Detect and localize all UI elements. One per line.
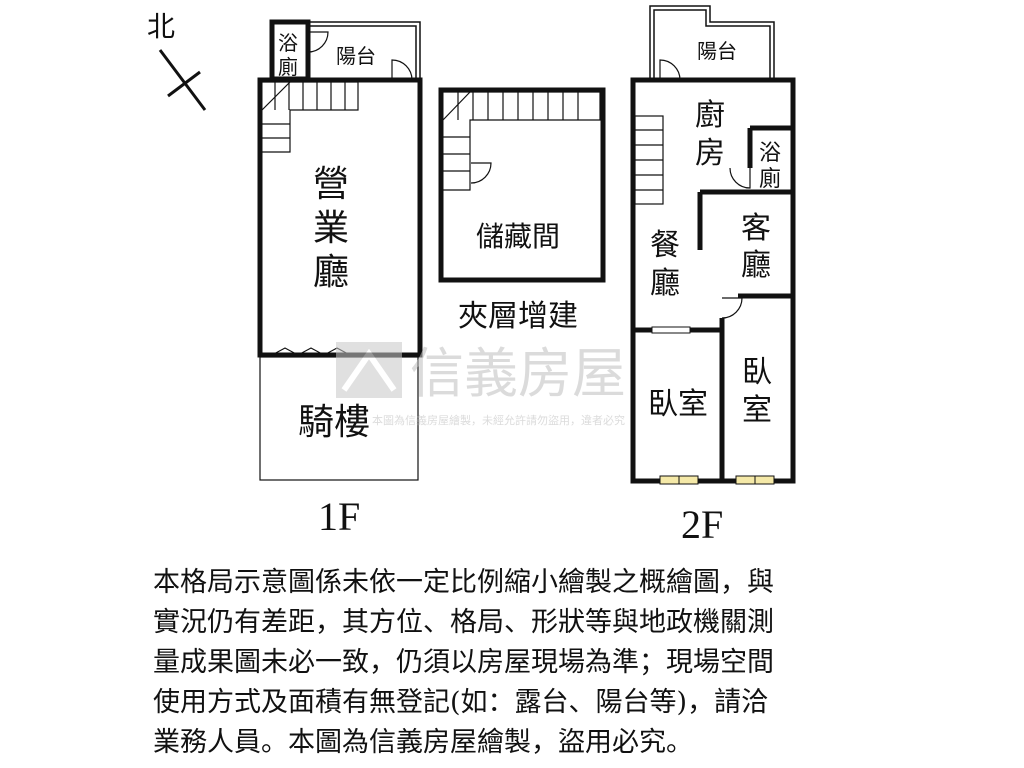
compass-arrow xyxy=(158,49,207,111)
watermark-logo-text: 信義房屋 xyxy=(410,342,626,405)
disclaimer-line: 實況仍有差距，其方位、格局、形狀等與地政機關測 xyxy=(153,607,774,638)
watermark: 信義房屋 本圖為信義房屋繪製，未經允許請勿盜用，違者必究 xyxy=(336,342,626,427)
floor1-arcade-label: 騎樓 xyxy=(298,402,370,443)
floor2-dining-label-2: 廳 xyxy=(650,266,680,301)
disclaimer-line: 本格局示意圖係未依一定比例縮小繪製之概繪圖，與 xyxy=(153,567,774,598)
floor2-plan: 陽台 廚 房 浴 廁 客 廳 餐 廳 臥室 臥 室 2F xyxy=(630,5,796,547)
floor1-stairs xyxy=(261,81,359,153)
floor1-balcony-label: 陽台 xyxy=(336,44,376,68)
floor2-bedroom-right-label-1: 臥 xyxy=(742,355,772,390)
floor1-hall-label-3: 廳 xyxy=(313,252,349,293)
floor2-balcony-door xyxy=(659,59,681,81)
floor2-bedroom-left-label: 臥室 xyxy=(648,387,708,422)
floor2-kitchen-label-2: 房 xyxy=(695,136,725,171)
compass: 北 xyxy=(147,10,207,111)
mezzanine-stairs xyxy=(442,91,601,191)
floor2-bathroom-door xyxy=(729,167,751,189)
floor2-living-label-1: 客 xyxy=(741,211,771,246)
floor2-balcony-rail xyxy=(649,5,775,78)
floor1-level-label: 1F xyxy=(318,494,360,539)
floor2-living-label-2: 廳 xyxy=(741,248,771,283)
floor1-balcony-rail xyxy=(308,21,421,80)
floor2-outer-wall xyxy=(630,77,796,484)
disclaimer-line: 使用方式及面積有無登記(如：露台、陽台等)，請洽 xyxy=(153,687,769,718)
watermark-logo-icon xyxy=(336,342,402,398)
compass-crossbar xyxy=(167,70,201,98)
floor1-balcony-rail-inner xyxy=(308,25,417,80)
floor2-dining-label-1: 餐 xyxy=(650,228,680,263)
disclaimer-line: 量成果圖未必一致，仍須以房屋現場為準；現場空間 xyxy=(153,647,774,678)
floor2-bedroom-right-label-2: 室 xyxy=(742,393,772,428)
floor2-balcony-label: 陽台 xyxy=(697,39,737,63)
mezzanine-storage-label: 儲藏間 xyxy=(476,220,560,253)
floor2-bedroom-door xyxy=(721,297,743,319)
floor1-bathroom-label-2: 廁 xyxy=(278,55,298,79)
floor1-hall-label-1: 營 xyxy=(313,164,349,205)
watermark-notice: 本圖為信義房屋繪製，未經允許請勿盜用，違者必究 xyxy=(372,413,625,427)
floor2-bathroom-label-2: 廁 xyxy=(759,167,781,192)
floor1-plan: 浴 廁 陽台 營 業 廳 騎樓 1F xyxy=(257,19,423,539)
mezzanine-door xyxy=(470,162,492,184)
floor1-bathroom-door xyxy=(307,31,329,53)
floor1-bathroom-label-1: 浴 xyxy=(278,31,298,55)
floor2-stairs xyxy=(634,115,664,205)
floor2-sliding-door xyxy=(651,326,691,334)
floor1-hall-label-2: 業 xyxy=(313,208,349,249)
floor2-level-label: 2F xyxy=(681,502,723,547)
floor1-balcony-door xyxy=(391,59,413,81)
mezzanine-plan: 儲藏間 夾層增建 xyxy=(438,87,606,334)
compass-north-label: 北 xyxy=(147,10,175,43)
floor2-bathroom-label-1: 浴 xyxy=(759,141,781,166)
disclaimer: 本格局示意圖係未依一定比例縮小繪製之概繪圖，與 實況仍有差距，其方位、格局、形狀… xyxy=(153,563,893,763)
disclaimer-line: 業務人員。本圖為信義房屋繪製，盜用必究。 xyxy=(153,727,693,758)
mezzanine-wall xyxy=(438,87,606,283)
floor2-kitchen-label-1: 廚 xyxy=(695,98,725,133)
floor2-balcony-rail-inner xyxy=(653,9,771,78)
mezzanine-caption: 夾層增建 xyxy=(458,299,578,334)
